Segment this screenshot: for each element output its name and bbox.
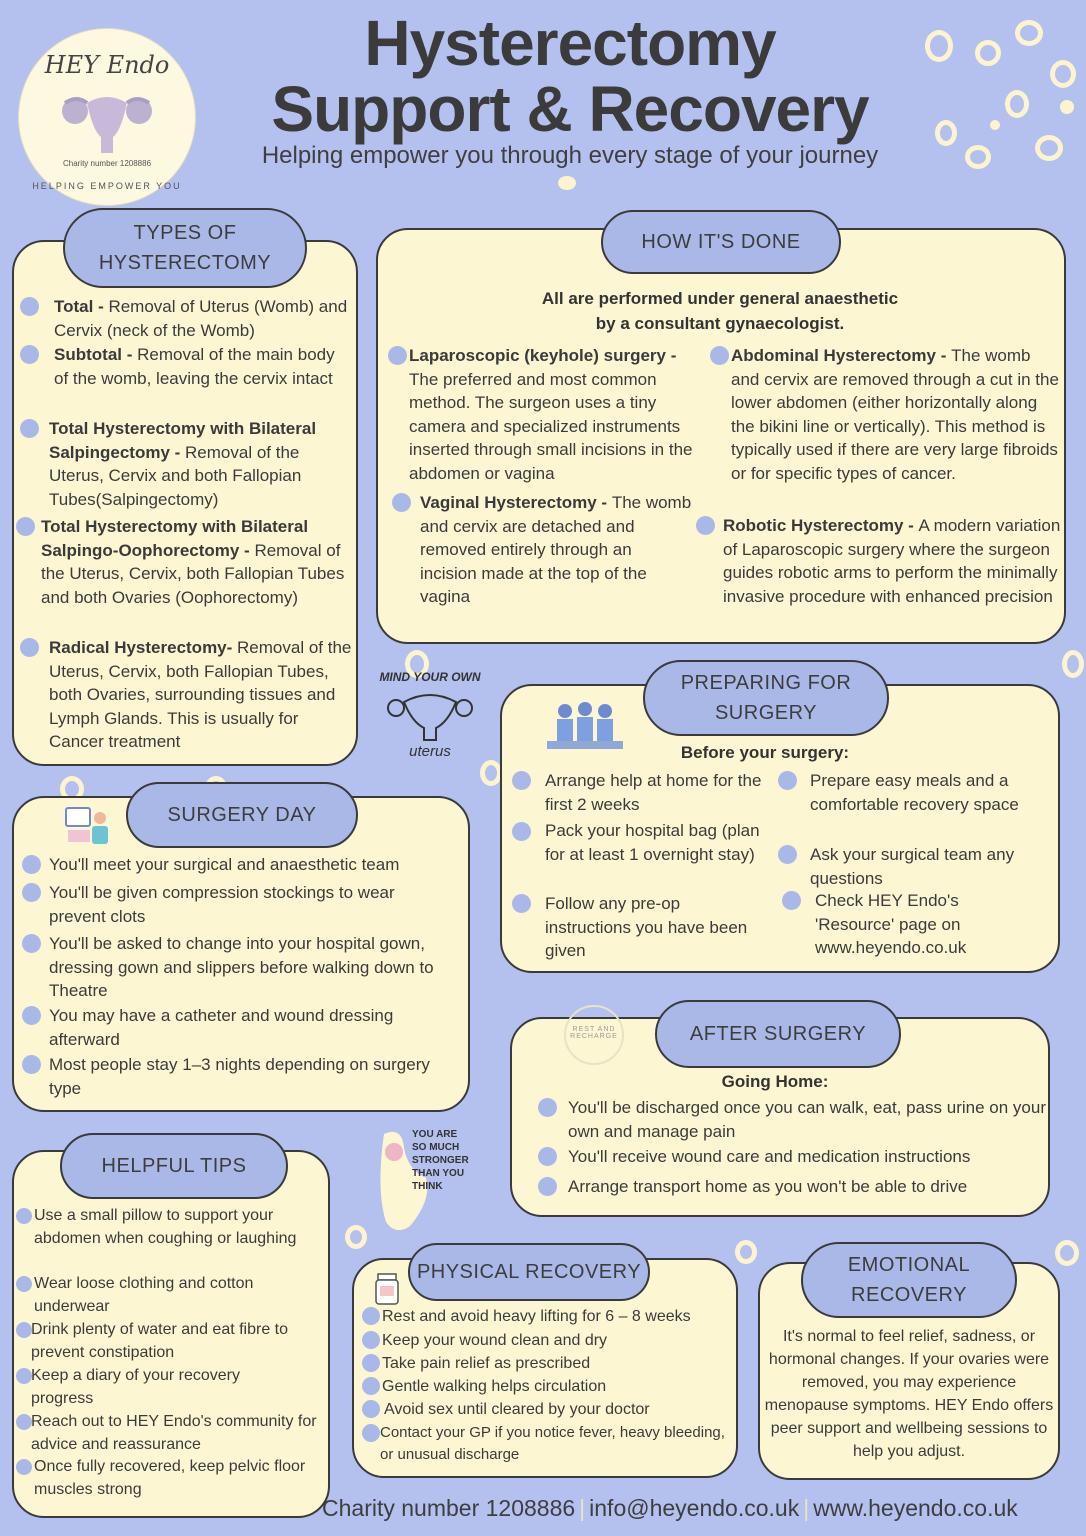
list-item: Contact your GP if you notice fever, hea… <box>380 1424 725 1463</box>
list-item: You'll be asked to change into your hosp… <box>49 934 434 1000</box>
list-item: Rest and avoid heavy lifting for 6 – 8 w… <box>382 1308 691 1325</box>
types-heading: TYPES OF HYSTERECTOMY <box>63 208 307 288</box>
list-item: Check HEY Endo's 'Resource' page on www.… <box>815 891 967 957</box>
page-title-line1: Hysterectomy <box>364 7 776 79</box>
list-item: You may have a catheter and wound dressi… <box>49 1006 394 1049</box>
list-item: Prepare easy meals and a comfortable rec… <box>810 771 1019 814</box>
list-item: You'll be discharged once you can walk, … <box>568 1098 1046 1141</box>
page-title-line2: Support & Recovery <box>271 73 869 145</box>
doctor-screen-icon <box>65 807 108 844</box>
list-item: Most people stay 1–3 nights depending on… <box>49 1055 430 1098</box>
tips-panel <box>12 1150 330 1518</box>
list-item: Pack your hospital bag (plan for at leas… <box>545 821 760 864</box>
list-item: Abdominal Hysterectomy - The womb and ce… <box>731 346 1059 483</box>
list-item: Ask your surgical team any questions <box>810 845 1015 888</box>
logo-ring-text: HELPING EMPOWER YOU <box>32 181 182 191</box>
rest-and-recharge-stamp <box>564 1005 624 1065</box>
list-item: Vaginal Hysterectomy - The womb and cerv… <box>420 493 692 606</box>
how-intro-line1: All are performed under general anaesthe… <box>541 289 899 308</box>
emotional-text: It's normal to feel relief, sadness, or … <box>764 1328 1054 1460</box>
mind-your-own-uterus-sticker: MIND YOUR OWN uterus <box>374 670 486 770</box>
list-item: Follow any pre-op instructions you have … <box>545 894 748 960</box>
list-item: Arrange transport home as you won't be a… <box>568 1177 968 1196</box>
how-heading: HOW IT'S DONE <box>601 210 841 274</box>
list-item: Use a small pillow to support your abdom… <box>34 1207 297 1247</box>
footer-email-link[interactable]: info@heyendo.co.uk <box>589 1495 800 1521</box>
footer-charity: Charity number 1208886 <box>322 1495 576 1521</box>
types-panel <box>12 240 358 766</box>
footer-website-link[interactable]: www.heyendo.co.uk <box>813 1495 1018 1521</box>
list-item: You'll receive wound care and medication… <box>568 1147 971 1166</box>
list-item: Gentle walking helps circulation <box>382 1378 607 1395</box>
list-item: Drink plenty of water and eat fibre to p… <box>31 1321 289 1361</box>
list-item: Subtotal - Removal of the main body of t… <box>54 345 335 388</box>
hey-endo-logo: HEY Endo HELPING EMPOWER YOU Charity num… <box>18 28 196 206</box>
list-item: Total - Removal of Uterus (Womb) and Cer… <box>54 297 348 340</box>
you-are-stronger-sticker: YOU ARE SO MUCH STRONGER THAN YOU THINK <box>372 1122 482 1242</box>
uterus-icon <box>62 97 152 153</box>
preparing-heading: PREPARING FOR SURGERY <box>643 660 889 736</box>
list-item: Laparoscopic (keyhole) surgery - The pre… <box>409 346 693 483</box>
pill-bottle-icon <box>375 1273 399 1305</box>
list-item: Arrange help at home for the first 2 wee… <box>545 771 762 814</box>
logo-name: HEY Endo <box>44 51 170 79</box>
list-item: Wear loose clothing and cotton underwear <box>34 1275 254 1315</box>
flexed-arm-icon <box>380 1131 428 1231</box>
emotional-heading: EMOTIONAL RECOVERY <box>801 1242 1017 1318</box>
footer: Charity number 1208886|info@heyendo.co.u… <box>322 1495 1018 1521</box>
how-intro-line2: by a consultant gynaecologist. <box>595 314 845 333</box>
list-item: You'll meet your surgical and anaestheti… <box>49 855 400 874</box>
list-item: Robotic Hysterectomy - A modern variatio… <box>723 516 1061 606</box>
list-item: Reach out to HEY Endo's community for ad… <box>31 1413 317 1453</box>
tips-heading: HELPFUL TIPS <box>60 1133 288 1199</box>
after-heading: AFTER SURGERY <box>655 1000 901 1068</box>
surgery-day-heading: SURGERY DAY <box>126 782 358 848</box>
preparing-subheading: Before your surgery: <box>680 743 850 762</box>
page-subtitle: Helping empower you through every stage … <box>261 142 879 169</box>
list-item: Total Hysterectomy with Bilateral Salpin… <box>49 419 317 509</box>
logo-charity-number: Charity number 1208886 <box>62 159 152 168</box>
list-item: Avoid sex until cleared by your doctor <box>384 1401 650 1418</box>
after-subheading: Going Home: <box>721 1072 829 1091</box>
uterus-sketch-icon <box>387 694 473 741</box>
surgeons-illustration-icon <box>547 702 623 749</box>
list-item: You'll be given compression stockings to… <box>49 883 395 926</box>
list-item: Take pain relief as prescribed <box>382 1355 591 1372</box>
surgery-day-panel <box>12 796 470 1112</box>
list-item: Once fully recovered, keep pelvic floor … <box>34 1458 306 1498</box>
physical-heading: PHYSICAL RECOVERY <box>408 1243 650 1301</box>
how-panel <box>376 228 1066 644</box>
list-item: Keep a diary of your recovery progress <box>31 1367 240 1407</box>
list-item: Radical Hysterectomy- Removal of the Ute… <box>49 638 352 751</box>
list-item: Keep your wound clean and dry <box>382 1332 608 1349</box>
list-item: Total Hysterectomy with Bilateral Salpin… <box>41 517 345 607</box>
